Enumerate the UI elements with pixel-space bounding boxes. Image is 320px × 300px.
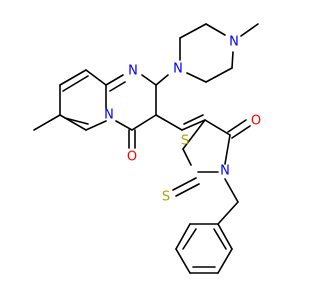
bond [105, 74, 124, 86]
bond [186, 72, 207, 83]
molecule-structure: N N N N O O S S N [33, 23, 261, 274]
bond [175, 248, 191, 274]
bond [172, 177, 197, 191]
thione-sulfur-label: S [162, 190, 170, 205]
bond [85, 120, 107, 131]
bond [224, 134, 231, 165]
bond [181, 119, 206, 131]
bridgehead-nitrogen-label: N [104, 108, 114, 123]
bond [155, 114, 183, 131]
bond [175, 183, 200, 197]
bond [182, 228, 197, 250]
bond [217, 201, 239, 225]
bond [205, 67, 233, 83]
bond [224, 178, 239, 203]
bond [59, 69, 87, 86]
bond [62, 75, 89, 92]
bond [205, 23, 226, 36]
bond [231, 125, 251, 139]
bonds-layer [33, 23, 259, 274]
bond [204, 119, 231, 136]
bond [183, 114, 204, 125]
thiazolidinone-oxygen-label: O [251, 114, 261, 129]
bond [182, 119, 206, 150]
bond [182, 148, 192, 166]
bond [175, 223, 191, 250]
bond [155, 74, 169, 86]
bond [33, 114, 61, 131]
bond [64, 117, 89, 125]
bond [240, 23, 259, 37]
bond [231, 51, 234, 69]
piperazine-nitrogen-1-label: N [173, 62, 183, 77]
bond [217, 248, 233, 274]
bond [217, 223, 233, 250]
piperazine-nitrogen-4-label: N [229, 35, 239, 50]
bond [227, 119, 247, 133]
bond [59, 114, 87, 131]
pyrimidine-nitrogen-label: N [128, 64, 138, 79]
bond [131, 114, 157, 131]
pyrimidinone-oxygen-label: O [127, 150, 137, 165]
bond [179, 23, 207, 39]
bond [85, 69, 107, 86]
bond [115, 120, 133, 131]
bond [141, 74, 157, 86]
bond [109, 81, 126, 92]
atom-labels-layer: N N N N O O S S N [104, 35, 261, 205]
thiazolidine-nitrogen-label: N [220, 164, 230, 179]
bond [213, 228, 227, 250]
ring-sulfur-label: S [181, 134, 189, 149]
